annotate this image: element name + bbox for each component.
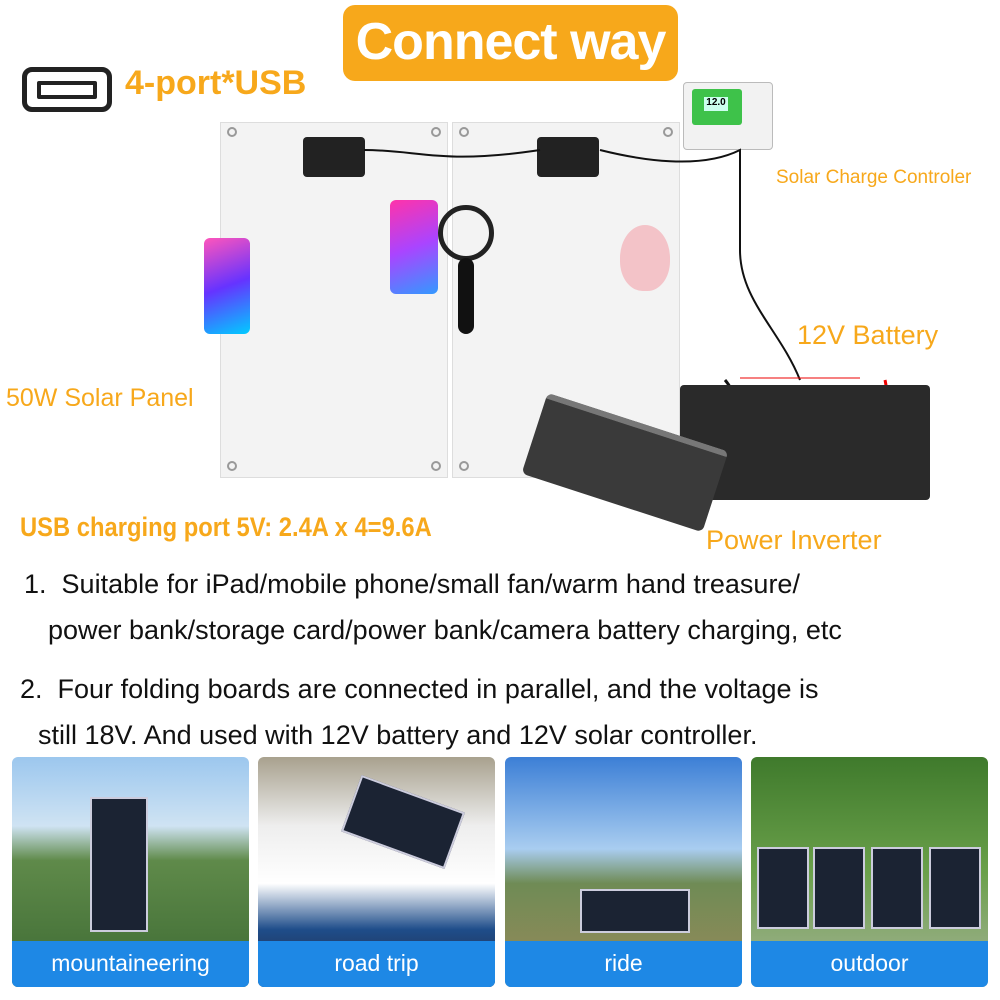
scene-caption: ride: [505, 941, 742, 987]
point-1: 1. Suitable for iPad/mobile phone/small …: [24, 561, 842, 653]
point-2: 2. Four folding boards are connected in …: [20, 666, 819, 758]
point-number: 2.: [20, 674, 43, 704]
title-banner: Connect way: [343, 5, 678, 81]
scene-road-trip: road trip: [258, 757, 495, 987]
point-number: 1.: [24, 569, 47, 599]
point-line: power bank/storage card/power bank/camer…: [48, 615, 842, 645]
charge-controller-image: 12.0: [683, 82, 773, 150]
panel-label: 50W Solar Panel: [6, 384, 194, 412]
tablet-image: [204, 238, 250, 334]
phone-image: [390, 200, 438, 294]
usb-spec: USB charging port 5V: 2.4A x 4=9.6A: [20, 512, 432, 542]
inverter-label: Power Inverter: [706, 525, 882, 555]
scene-mountaineering: mountaineering: [12, 757, 249, 987]
scene-outdoor: outdoor: [751, 757, 988, 987]
scene-caption: mountaineering: [12, 941, 249, 987]
fan-handle: [458, 258, 474, 334]
usb-port-icon: [22, 67, 112, 112]
point-line: Four folding boards are connected in par…: [57, 674, 819, 704]
usb-port-label: 4-port*USB: [125, 64, 307, 102]
solar-panel-left: [220, 122, 448, 478]
usb-hub: [537, 137, 599, 177]
hand-warmer-image: [620, 225, 670, 291]
scene-caption: outdoor: [751, 941, 988, 987]
point-line: still 18V. And used with 12V battery and…: [38, 720, 758, 750]
controller-label: Solar Charge Controler: [776, 167, 972, 188]
battery-label: 12V Battery: [797, 320, 939, 350]
point-line: Suitable for iPad/mobile phone/small fan…: [61, 569, 800, 599]
controller-screen: 12.0: [704, 97, 728, 111]
usb-hub: [303, 137, 365, 177]
scene-caption: road trip: [258, 941, 495, 987]
scene-ride: ride: [505, 757, 742, 987]
battery-image: [680, 385, 930, 500]
